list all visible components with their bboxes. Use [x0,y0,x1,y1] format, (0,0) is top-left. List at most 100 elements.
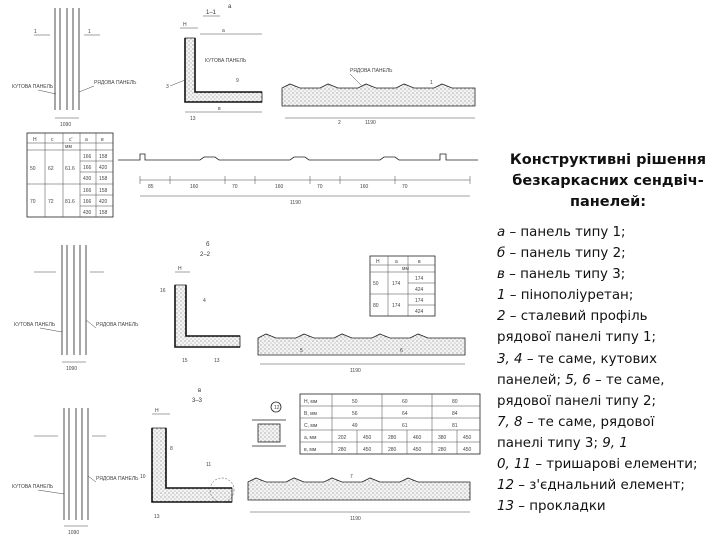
callout-6: 6 [400,348,403,354]
section-c-joint-detail: 12 [252,401,286,447]
table-b-r1-c2: 424 [415,287,424,293]
section-b-height-mark: Н [178,266,182,272]
legend-text: панелей; [497,372,566,388]
table-a-r2-c3: 430 [83,176,92,182]
table-a-r3-c1: 72 [48,199,54,205]
table-a-r3-c0: 70 [30,199,36,205]
table-c-r2-c0: С, мм [304,423,318,429]
section-b-elevation: КУТОВА ПАНЕЛЬ РЯДОВА ПАНЕЛЬ 1090 [14,245,139,372]
section-b-corner-label: КУТОВА ПАНЕЛЬ [14,322,56,328]
table-b-h-2: в [418,259,421,265]
profile-dim-6: 70 [402,184,408,190]
table-a-r0-c4: 158 [99,154,108,160]
table-c-r3-c1: 202 [338,435,347,441]
legend-row: панелі типу 3; 9, 1 [497,433,719,454]
section-c-cut-label: 3–3 [192,398,203,404]
legend-row: а – панель типу 1; [497,222,719,243]
table-a-r3-c2: 81.6 [65,199,75,205]
legend-row: 13 – прокладки [497,496,719,517]
legend-row: 1 – пінополіуретан; [497,285,719,306]
table-c-r3-c5: 380 [438,435,447,441]
table-a-h-3: а [85,137,88,143]
callout-9: 9 [236,78,239,84]
table-a-r4-c4: 420 [99,199,108,205]
table-a-r5-c4: 158 [99,210,108,216]
section-b-mark: б [206,242,210,248]
table-a-h-1: с [51,137,54,143]
section-b-row-label: РЯДОВА ПАНЕЛЬ [96,322,139,328]
section-a-corner-panel-label: КУТОВА ПАНЕЛЬ [205,58,247,64]
legend-marker: 1 [497,288,506,304]
legend-text: рядової панелі типу 1; [497,330,657,346]
table-a-unit: мм [65,144,72,150]
legend-text: – панель типу 2; [505,246,626,262]
legend-text: – панель типу 1; [505,225,626,240]
profile-total-dim: 1190 [290,200,301,206]
table-a-r0-c0: 50 [30,166,36,172]
table-b-h-1: а [395,259,398,265]
table-c-r3-c0: а, мм [304,435,317,441]
table-b-unit: мм [402,266,409,272]
caption-title-line: панелей: [569,194,647,210]
table-c-r4-c1: 280 [338,447,347,453]
callout-7: 7 [350,474,353,480]
callout-5: 5 [300,348,303,354]
legend-marker: в [497,267,505,283]
caption-block: Конструктивні рішення безкаркасних сендв… [497,150,719,517]
callout-15: 15 [182,358,188,364]
table-c-r3-c4: 460 [413,435,422,441]
section-b-corner-section: Н 16 4 15 13 [160,266,241,364]
profile-dim-4: 70 [317,184,323,190]
table-b-r0-c2: 174 [415,276,424,282]
section-c-row-section: 1190 7 [247,474,471,522]
section-a-mark: а [228,4,232,10]
callout-11: 11 [206,462,211,468]
legend-text: – те саме, кутових [522,351,658,367]
section-b-row-section: 1190 5 6 [257,333,466,374]
callout-13-c: 13 [154,514,160,520]
legend-text: – тришарові елементи; [531,457,698,473]
section-a-row-label: РЯДОВА ПАНЕЛЬ [94,80,137,86]
callout-16: 16 [160,288,166,294]
section-a-cut-mark-left: 1 [34,29,37,35]
table-c-r1-c3: 84 [452,411,458,417]
legend-marker: 2 [497,309,506,325]
section-a-row-panel-label: РЯДОВА ПАНЕЛЬ [350,68,393,74]
profile-dim-2: 70 [232,184,238,190]
table-b-r0-c1: 174 [392,281,401,287]
table-a-r0-c1: 62 [48,166,54,172]
table-c-r4-c3: 280 [388,447,397,453]
legend-row: б – панель типу 2; [497,243,719,264]
table-c-r4-c6: 450 [463,447,472,453]
callout-4: 4 [203,298,206,304]
table-c-r4-c4: 450 [413,447,422,453]
callout-12: 12 [274,405,280,411]
section-a-corner-label: КУТОВА ПАНЕЛЬ [12,84,54,90]
legend-marker: 7, 8 [497,414,523,430]
section-a-dim-b: в [218,106,221,112]
table-c-r3-c2: 450 [363,435,372,441]
table-a-r1-c3: 166 [83,165,92,171]
section-c-row-label: РЯДОВА ПАНЕЛЬ [96,476,139,482]
section-a-row-section: 1190 РЯДОВА ПАНЕЛЬ 2 1 [281,68,476,126]
legend-text: – те саме, [590,372,665,388]
legend-row: 12 – з'єднальний елемент; [497,475,719,496]
table-c-r0-c3: 80 [452,399,458,405]
section-a-cut-label: 1–1 [206,10,217,16]
table-c-r0-c2: 60 [402,399,408,405]
table-c-r2-c3: 81 [452,423,458,429]
section-c-width-dim: 1190 [350,516,361,522]
section-c-corner-section: Н 8 10 11 13 [140,408,235,520]
table-c-r3-c6: 450 [463,435,472,441]
table-a-r0-c2: 61.6 [65,166,75,172]
callout-2: 2 [338,120,341,126]
section-c-corner-label: КУТОВА ПАНЕЛЬ [12,484,54,490]
section-a-width-dim: 1190 [365,120,376,126]
legend-row: рядової панелі типу 1; [497,327,719,348]
table-c-r4-c5: 280 [438,447,447,453]
legend-row: 2 – сталевий профіль [497,306,719,327]
section-a-plan-dim: 1090 [60,122,71,128]
legend-marker: 5, 6 [565,372,591,388]
callout-13-a: 13 [190,116,196,122]
caption-legend: а – панель типу 1; б – панель типу 2; в … [497,222,719,517]
